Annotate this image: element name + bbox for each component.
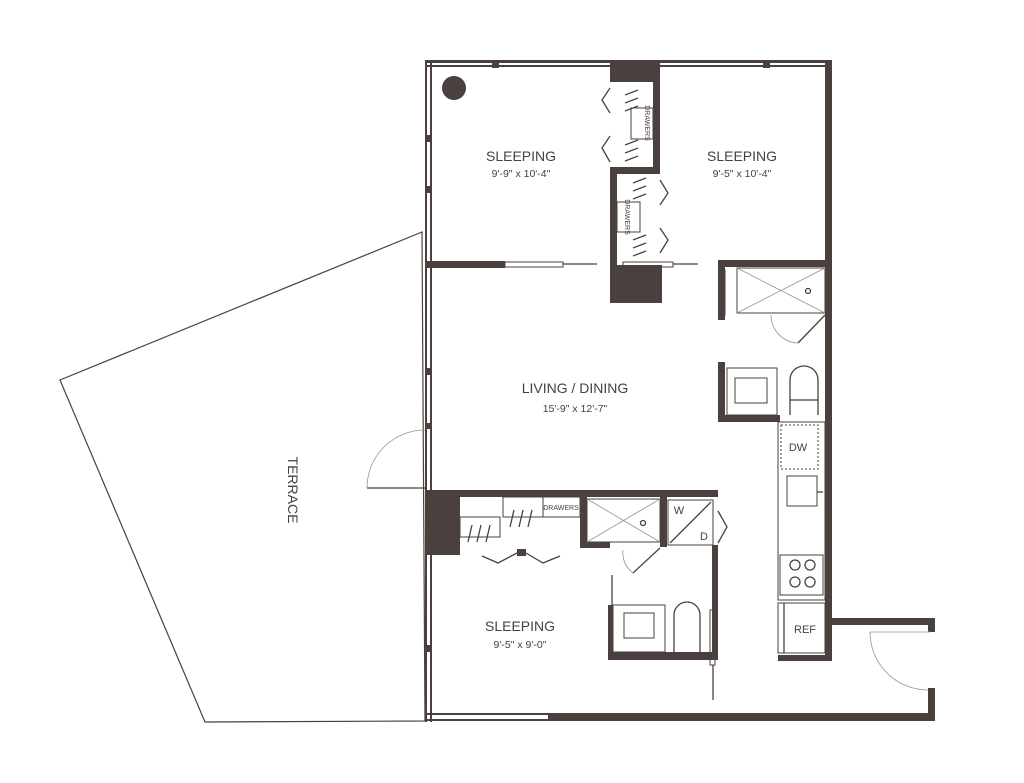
- washer-label: W: [674, 505, 685, 517]
- terrace-label: TERRACE: [285, 457, 301, 524]
- drawers-label: DRAWERS: [543, 505, 579, 512]
- dryer-label: D: [700, 531, 708, 543]
- living-size: 15'-9" x 12'-7": [543, 403, 608, 415]
- kitchen: DW REF: [777, 421, 826, 654]
- sleeping-1-size: 9'-9" x 10'-4": [492, 168, 551, 180]
- dishwasher-label: DW: [789, 442, 808, 454]
- terrace-outline: [59, 231, 426, 723]
- closets: DRAWERS DRAWERS DRAWERS: [459, 87, 669, 564]
- sleeping-3-size: 9'-5" x 9'-0": [494, 639, 547, 651]
- sleeping-1-name: SLEEPING: [486, 148, 556, 164]
- refrigerator-label: REF: [794, 624, 816, 636]
- entry-doors: [366, 429, 930, 691]
- drawers-label: DRAWERS: [623, 199, 630, 235]
- bathroom-3: W D: [586, 498, 728, 653]
- living-name: LIVING / DINING: [522, 380, 629, 396]
- interior-walls: [425, 60, 832, 700]
- drawers-label: DRAWERS: [643, 105, 650, 141]
- sleeping-3-name: SLEEPING: [485, 618, 555, 634]
- bathroom-1: [726, 267, 826, 416]
- sleeping-2-size: 9'-5" x 10'-4": [713, 168, 772, 180]
- sleeping-2-name: SLEEPING: [707, 148, 777, 164]
- column: [442, 76, 466, 100]
